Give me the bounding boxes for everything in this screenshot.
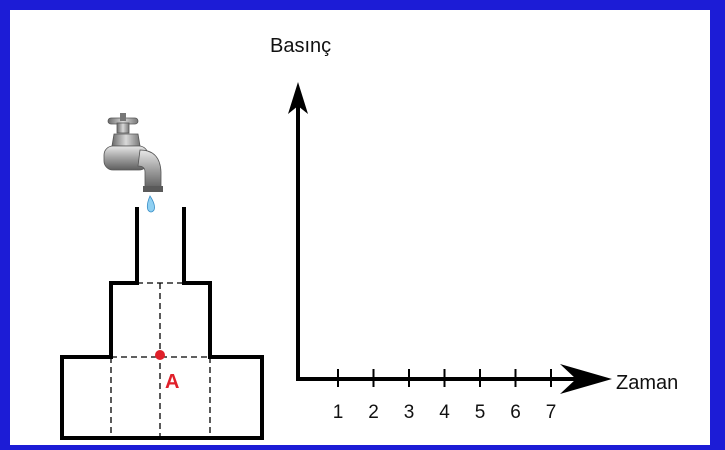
x-axis-label: Zaman [616, 372, 678, 394]
y-axis [288, 82, 308, 381]
x-tick-label: 5 [475, 402, 486, 423]
point-a-label: A [165, 371, 179, 393]
water-drop-icon [146, 195, 155, 213]
point-a-marker [155, 350, 165, 360]
x-axis [298, 364, 612, 394]
x-tick-label: 2 [368, 402, 379, 423]
faucet-icon [103, 113, 163, 192]
y-axis-label: Basınç [270, 35, 331, 57]
x-tick-label: 7 [546, 402, 557, 423]
x-tick-label: 3 [404, 402, 415, 423]
stepped-vessel [60, 207, 264, 440]
x-tick-label: 4 [439, 402, 450, 423]
x-tick-label: 6 [510, 402, 521, 423]
x-axis-ticks: 1 2 3 4 5 6 7 [333, 369, 557, 423]
vessel-guide-lines [110, 282, 211, 438]
x-tick-label: 1 [333, 402, 344, 423]
